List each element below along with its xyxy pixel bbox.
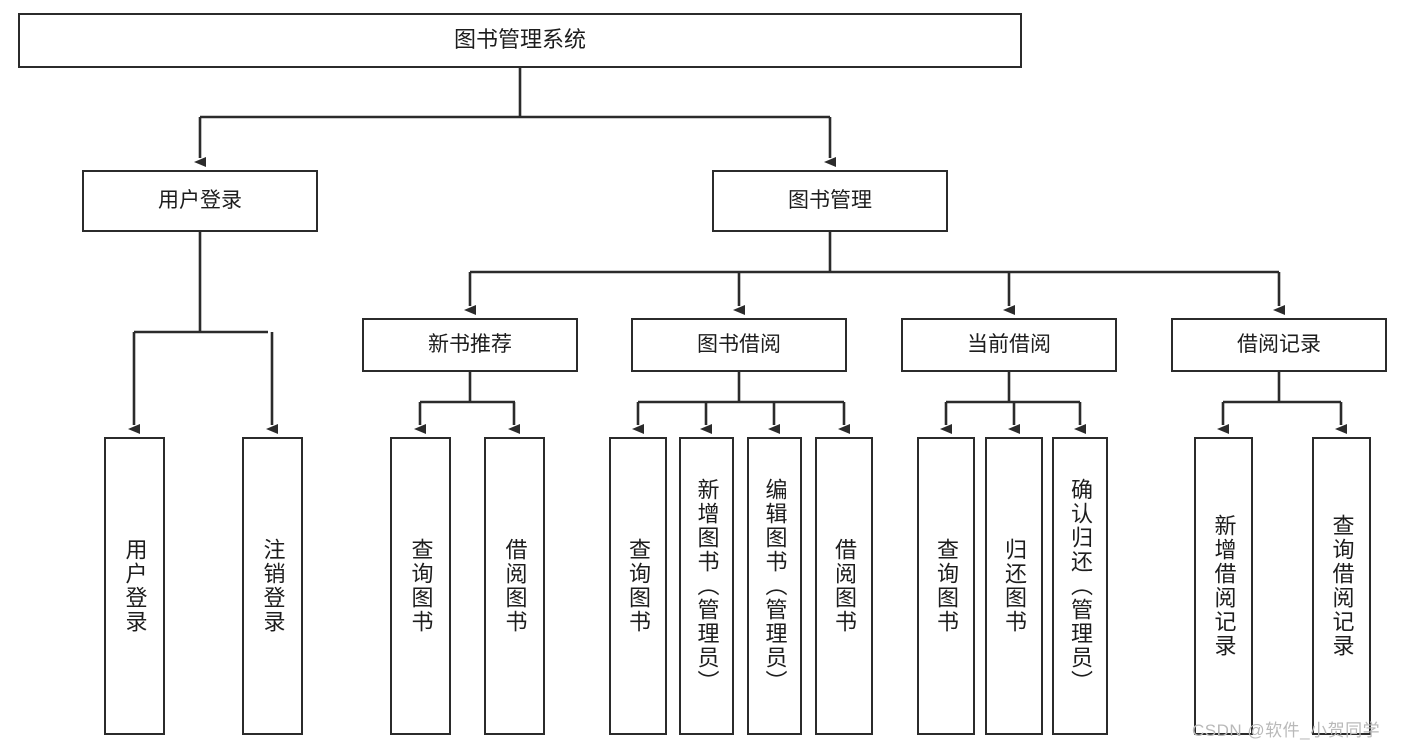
node-new-book-recommend[interactable]: 新书推荐	[362, 318, 578, 372]
leaf-query-book-recommend[interactable]: 查询图书	[390, 437, 451, 735]
node-label: 图书管理	[788, 189, 872, 213]
leaf-user-login[interactable]: 用户登录	[104, 437, 165, 735]
node-current-borrow[interactable]: 当前借阅	[901, 318, 1117, 372]
node-label: 确认归还（管理员）	[1068, 478, 1093, 694]
node-label: 查询图书	[934, 538, 959, 634]
leaf-logout[interactable]: 注销登录	[242, 437, 303, 735]
leaf-query-book-current[interactable]: 查询图书	[917, 437, 975, 735]
node-label: 新书推荐	[428, 333, 512, 357]
leaf-confirm-return-admin[interactable]: 确认归还（管理员）	[1052, 437, 1108, 735]
leaf-edit-book-admin[interactable]: 编辑图书（管理员）	[747, 437, 802, 735]
leaf-borrow-book[interactable]: 借阅图书	[815, 437, 873, 735]
node-label: 查询借阅记录	[1329, 514, 1355, 658]
node-label: 查询图书	[626, 538, 651, 634]
node-label: 借阅图书	[832, 538, 857, 634]
leaf-borrow-book-recommend[interactable]: 借阅图书	[484, 437, 545, 735]
leaf-add-book-admin[interactable]: 新增图书（管理员）	[679, 437, 734, 735]
node-user-login[interactable]: 用户登录	[82, 170, 318, 232]
node-label: 图书借阅	[697, 333, 781, 357]
node-label: 图书管理系统	[453, 27, 586, 53]
node-label: 借阅图书	[502, 538, 528, 634]
node-label: 当前借阅	[967, 333, 1051, 357]
node-label: 用户登录	[158, 189, 242, 213]
node-label: 新增图书（管理员）	[694, 478, 720, 694]
node-book-management[interactable]: 图书管理	[712, 170, 948, 232]
node-label: 用户登录	[122, 538, 148, 634]
leaf-query-borrow-record[interactable]: 查询借阅记录	[1312, 437, 1371, 735]
node-label: 注销登录	[260, 538, 286, 634]
node-label: 查询图书	[408, 538, 434, 634]
node-book-borrow[interactable]: 图书借阅	[631, 318, 847, 372]
leaf-return-book[interactable]: 归还图书	[985, 437, 1043, 735]
node-label: 新增借阅记录	[1211, 514, 1237, 658]
node-borrow-record[interactable]: 借阅记录	[1171, 318, 1387, 372]
node-label: 归还图书	[1002, 538, 1027, 634]
node-label: 编辑图书（管理员）	[762, 478, 788, 694]
node-label: 借阅记录	[1237, 333, 1321, 357]
leaf-add-borrow-record[interactable]: 新增借阅记录	[1194, 437, 1253, 735]
leaf-query-book-borrow[interactable]: 查询图书	[609, 437, 667, 735]
node-root-system[interactable]: 图书管理系统	[18, 13, 1022, 68]
